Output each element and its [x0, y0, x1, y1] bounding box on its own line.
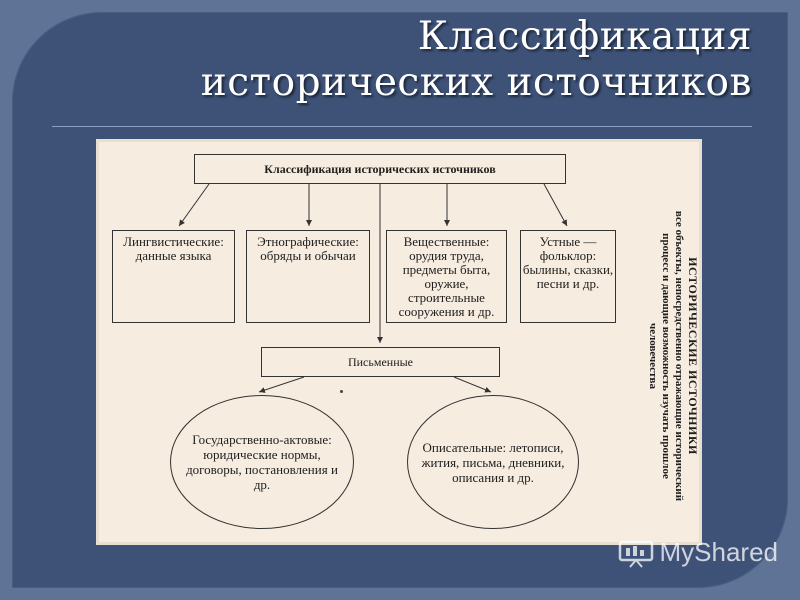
diagram-header-box: Классификация исторических источников — [194, 154, 566, 184]
written-descriptive: Описательные: летописи, жития, письма, д… — [407, 395, 579, 529]
arrow-to-linguistic — [178, 183, 210, 227]
category-linguistic: Лингвистические: данные языка — [112, 230, 235, 323]
diagram-connectors — [178, 183, 568, 393]
written-state-acts: Государственно-актовые: юридические норм… — [170, 395, 354, 529]
written-state-acts-text: Государственно-актовые: юридические норм… — [186, 432, 338, 492]
watermark-logo: MyShared — [618, 537, 779, 568]
side-definition-text: все объекты, непосредственно отражающие … — [647, 210, 685, 502]
slide-title: Классификация исторических источников — [200, 14, 752, 105]
presentation-icon — [618, 540, 653, 568]
category-ethnographic: Этнографические: обряды и обычаи — [246, 230, 370, 323]
diagram-scan: Классификация исторических источников Ли… — [99, 142, 701, 542]
arrow-to-descriptive — [453, 376, 492, 393]
side-definition-rotated: ИСТОРИЧЕСКИЕ ИСТОЧНИКИ все объекты, непо… — [619, 206, 700, 506]
category-written: Письменные — [261, 347, 500, 377]
written-descriptive-text: Описательные: летописи, жития, письма, д… — [421, 439, 565, 485]
side-definition-title: ИСТОРИЧЕСКИЕ ИСТОЧНИКИ — [686, 257, 700, 455]
scan-speck — [340, 390, 343, 393]
title-divider — [52, 126, 752, 127]
watermark-text: MyShared — [659, 537, 779, 567]
arrow-to-state-acts — [258, 376, 305, 393]
category-oral: Устные — фольклор: былины, сказки, песни… — [520, 230, 616, 323]
category-material: Вещественные: орудия труда, предметы быт… — [386, 230, 507, 323]
arrow-to-oral — [543, 183, 568, 227]
side-definition: ИСТОРИЧЕСКИЕ ИСТОЧНИКИ все объекты, непо… — [621, 206, 701, 506]
